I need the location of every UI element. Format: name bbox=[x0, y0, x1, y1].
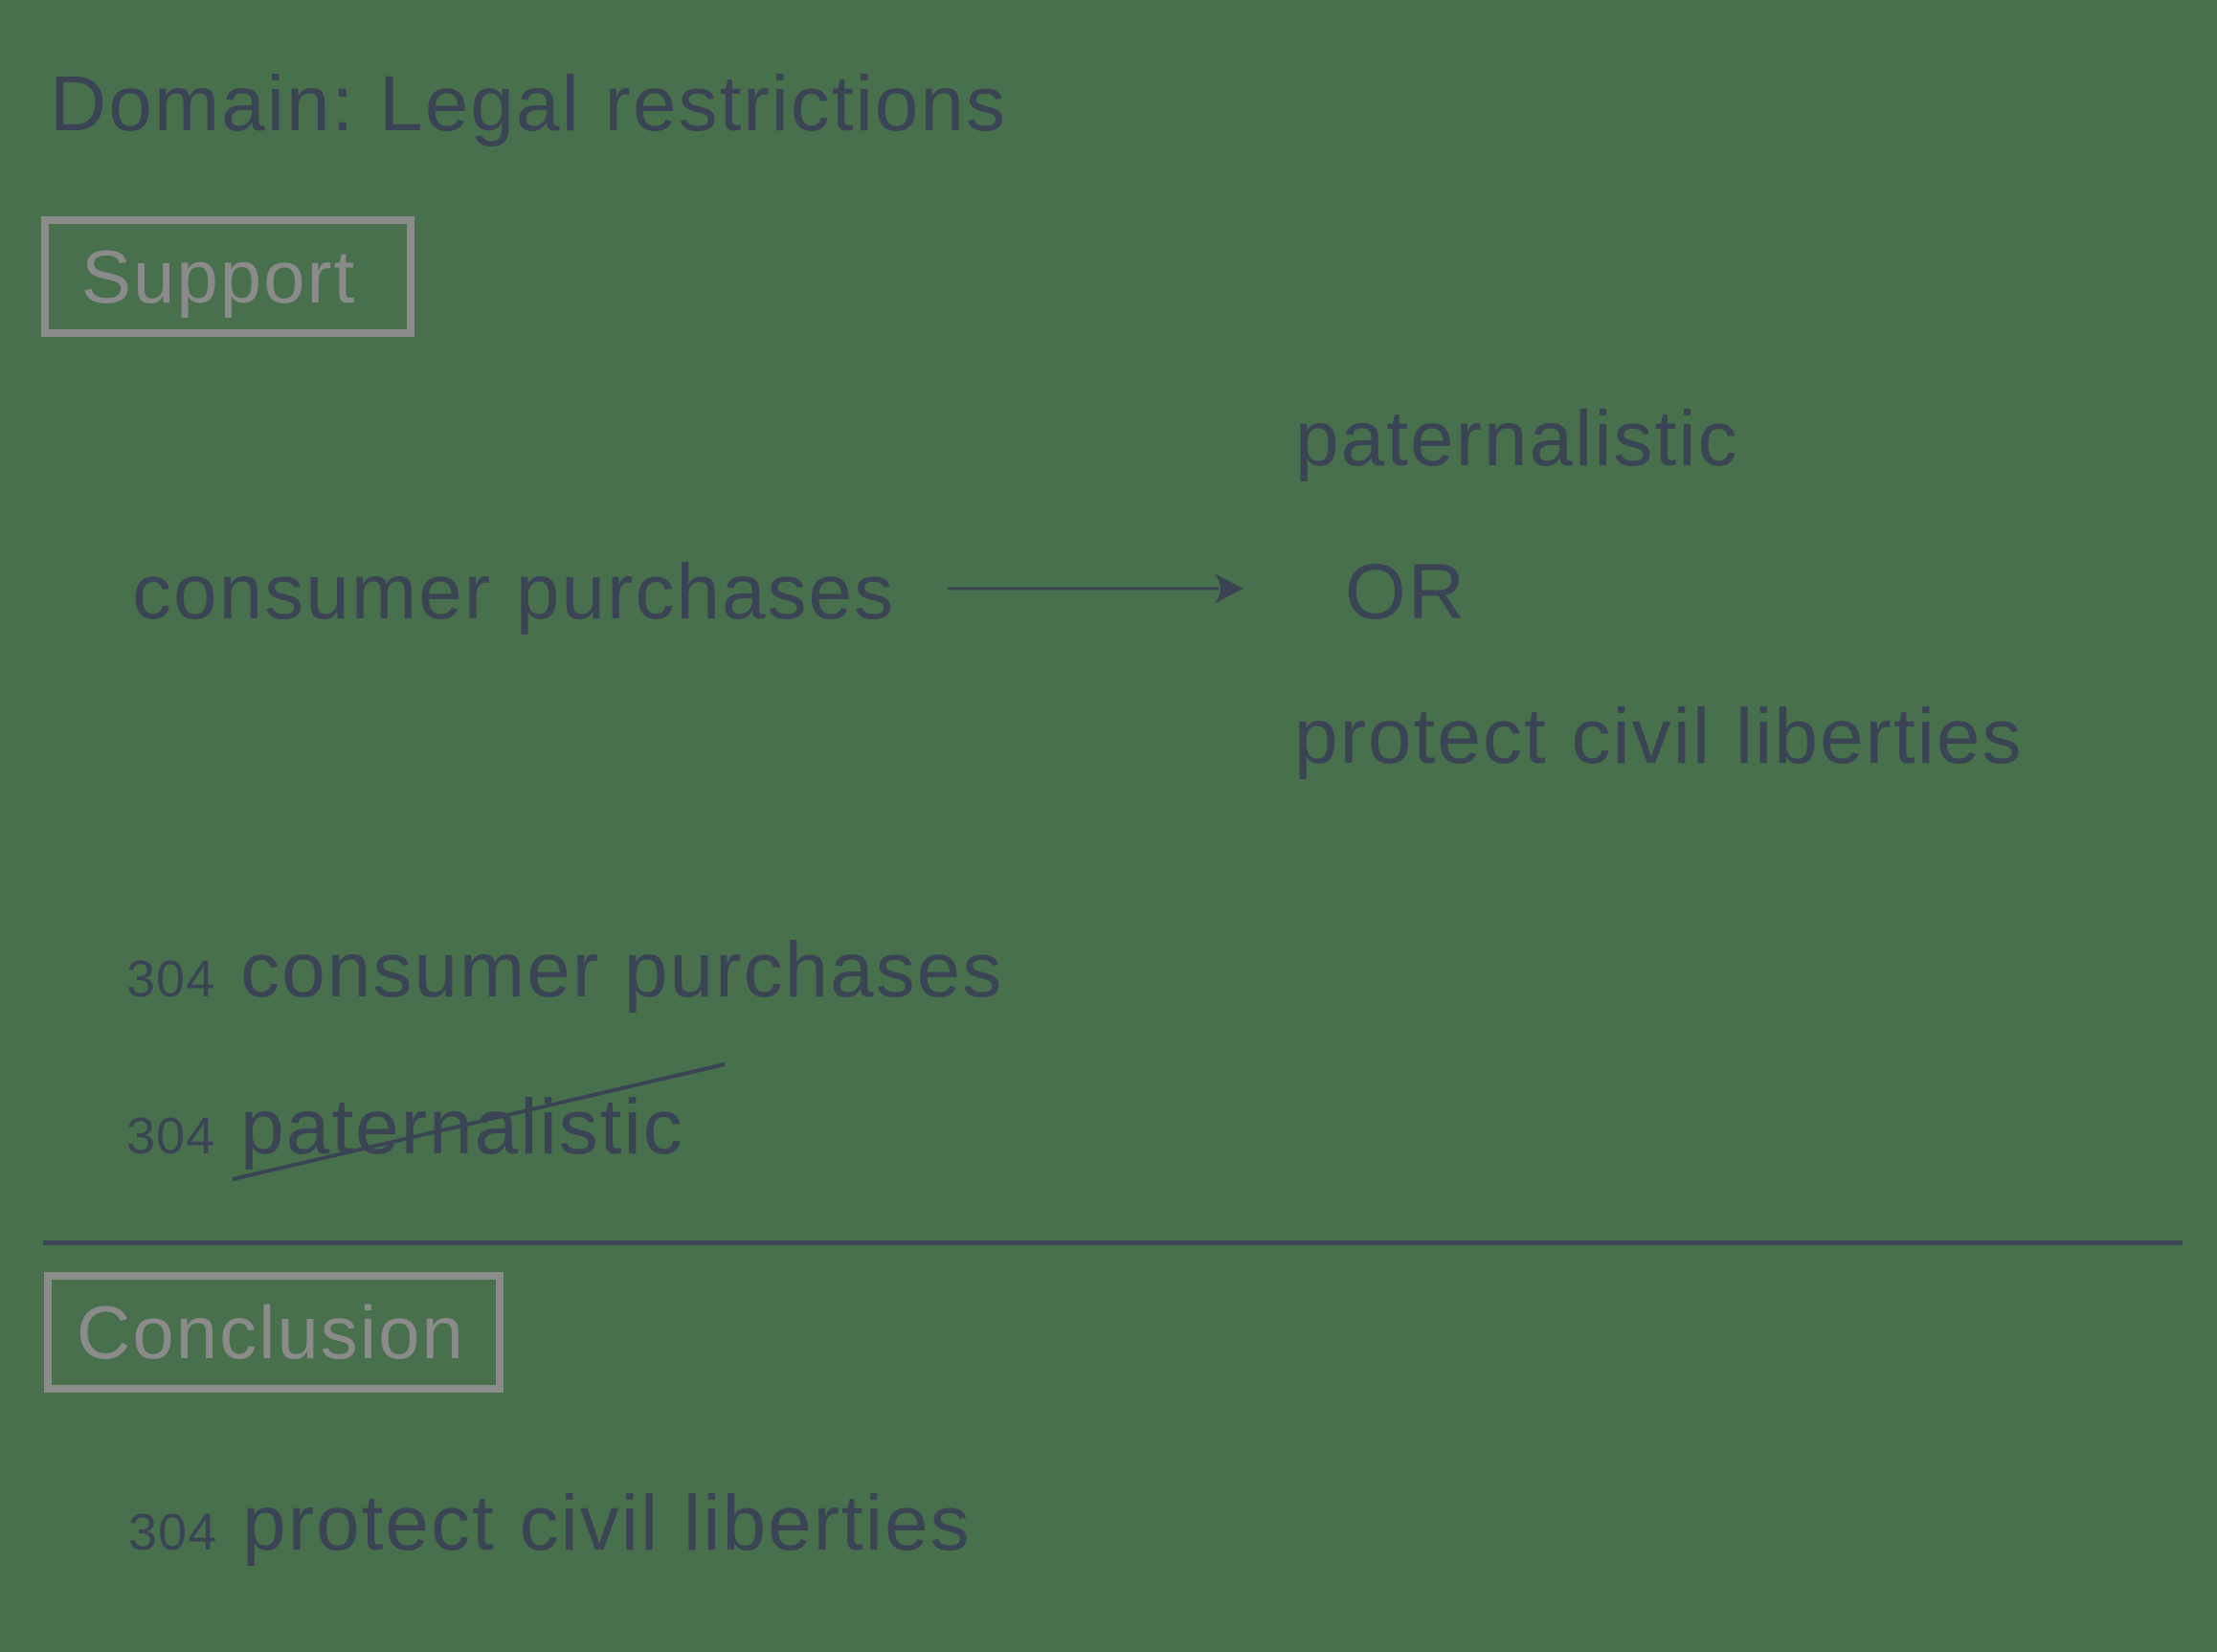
assignment-ref-number: 304 bbox=[126, 1107, 216, 1165]
strikethrough-line bbox=[232, 1062, 726, 1181]
conclusion-section-tag: Conclusion bbox=[44, 1272, 504, 1393]
or-connector: OR bbox=[1345, 548, 1467, 636]
conclusion-label: Conclusion bbox=[77, 1290, 465, 1374]
implication-arrow-icon bbox=[948, 573, 1243, 604]
premise-text: consumer purchases bbox=[132, 548, 896, 636]
assignment-row: 304 consumer purchases bbox=[126, 931, 1003, 1010]
choice-option-paternalistic: paternalistic bbox=[1295, 395, 1739, 482]
conclusion-ref-number: 304 bbox=[128, 1504, 218, 1561]
domain-title: Domain: Legal restrictions bbox=[50, 60, 1007, 147]
support-section-tag: Support bbox=[41, 216, 414, 337]
conclusion-text: protect civil liberties bbox=[242, 1480, 972, 1567]
assignment-text: consumer purchases bbox=[240, 926, 1004, 1014]
conclusion-row: 304 protect civil liberties bbox=[128, 1485, 972, 1563]
section-divider bbox=[43, 1240, 2183, 1245]
support-label: Support bbox=[81, 234, 357, 319]
assignment-ref-number: 304 bbox=[126, 950, 216, 1008]
choice-option-protect-civil-liberties: protect civil liberties bbox=[1294, 693, 2024, 780]
